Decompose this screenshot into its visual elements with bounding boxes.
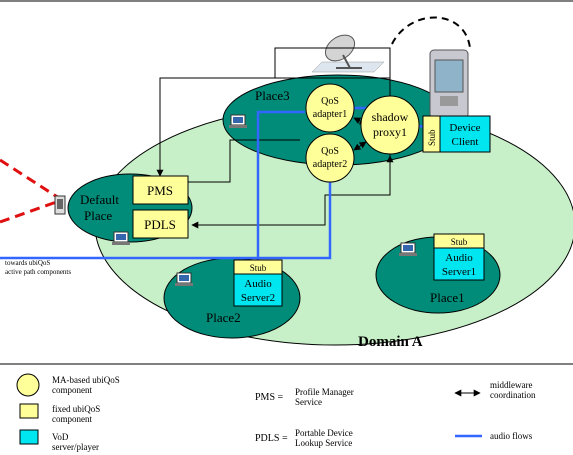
audio-server2-stub-label: Stub (250, 263, 267, 273)
audio-server2-label-1: Audio (244, 278, 272, 290)
qos-adapter2-label-1: QoS (321, 146, 339, 157)
qos-adapter1-label-1: QoS (321, 96, 339, 107)
legend-ma-symbol (16, 373, 40, 397)
legend-vod-label-1: VoD (52, 432, 69, 442)
legend-pms-desc-1: Profile Manager (295, 387, 354, 397)
pdls-box (132, 209, 189, 239)
legend-fixed-symbol (19, 403, 39, 419)
satellite-dish-icon (311, 34, 385, 73)
gateway-icon (54, 195, 66, 215)
legend-ma-label-2: component (52, 385, 92, 395)
red-link-lower (0, 198, 63, 224)
qos-adapter2-node (305, 133, 355, 183)
place3-label: Place3 (255, 88, 290, 103)
device-client-label-2: Client (452, 136, 479, 148)
side-note-line2: active path components (5, 268, 71, 276)
pms-label: PMS (147, 183, 173, 198)
place1-label: Place1 (430, 290, 465, 305)
shadow-proxy1-label-1: shadow (372, 110, 409, 124)
audio-server2-box (233, 273, 283, 307)
audio-server1-label-1: Audio (445, 252, 473, 264)
audio-server1-stub-label: Stub (451, 237, 468, 247)
computer-icon (229, 114, 247, 128)
audio-server1-label-2: Server1 (442, 266, 476, 278)
device-client-box (439, 115, 491, 153)
legend-fixed-label-2: component (52, 414, 92, 424)
qos-adapter1-node (305, 83, 355, 133)
red-link-upper (0, 158, 63, 202)
legend-middleware-label-1: middleware (490, 380, 532, 390)
computer-icon (175, 272, 193, 286)
legend-pms-desc-2: Service (295, 397, 322, 407)
default-place-label-2: Place (84, 208, 112, 223)
default-place-label-1: Default (80, 192, 119, 207)
wireless-link-arc (391, 16, 471, 49)
place2-label: Place2 (206, 310, 241, 325)
legend-audio-flows-label: audio flows (490, 431, 533, 441)
pda-device-icon (429, 49, 469, 119)
device-client-stub-label: Stub (427, 129, 437, 146)
legend-pms-abbr: PMS = (255, 392, 284, 403)
pdls-label: PDLS (144, 217, 176, 232)
audio-flow-server2-up (256, 110, 305, 262)
coord-adapter2-proxy (353, 141, 367, 151)
legend-fixed-label-1: fixed ubiQoS (52, 404, 100, 414)
audio-server2-label-2: Server2 (241, 292, 275, 304)
computer-icon (399, 242, 417, 256)
legend-middleware-label-2: coordination (490, 390, 536, 400)
legend-ma-label-1: MA-based ubiQoS (52, 375, 120, 385)
shadow-proxy1-label-2: proxy1 (373, 125, 407, 139)
audio-flow-adapter2 (258, 178, 332, 260)
qos-adapter2-label-2: adapter2 (313, 159, 347, 170)
pms-box (132, 175, 189, 205)
computer-icon (112, 231, 130, 245)
legend-pdls-desc-1: Portable Device (295, 428, 353, 438)
legend-vod-label-2: server/player (52, 442, 99, 452)
device-client-label-1: Device (449, 122, 480, 134)
side-note-line1: towards ubiQoS (5, 259, 50, 267)
coord-top-loop (274, 47, 391, 96)
legend-pdls-abbr: PDLS = (255, 433, 288, 444)
legend-vod-symbol (19, 429, 39, 445)
domain-a-label: Domain A (358, 334, 423, 350)
legend-pdls-desc-2: Lookup Service (295, 438, 352, 448)
audio-server1-box (433, 247, 485, 281)
qos-adapter1-label-2: adapter1 (313, 109, 347, 120)
shadow-proxy1-node (360, 95, 420, 155)
coord-pms-adapter (188, 139, 300, 183)
